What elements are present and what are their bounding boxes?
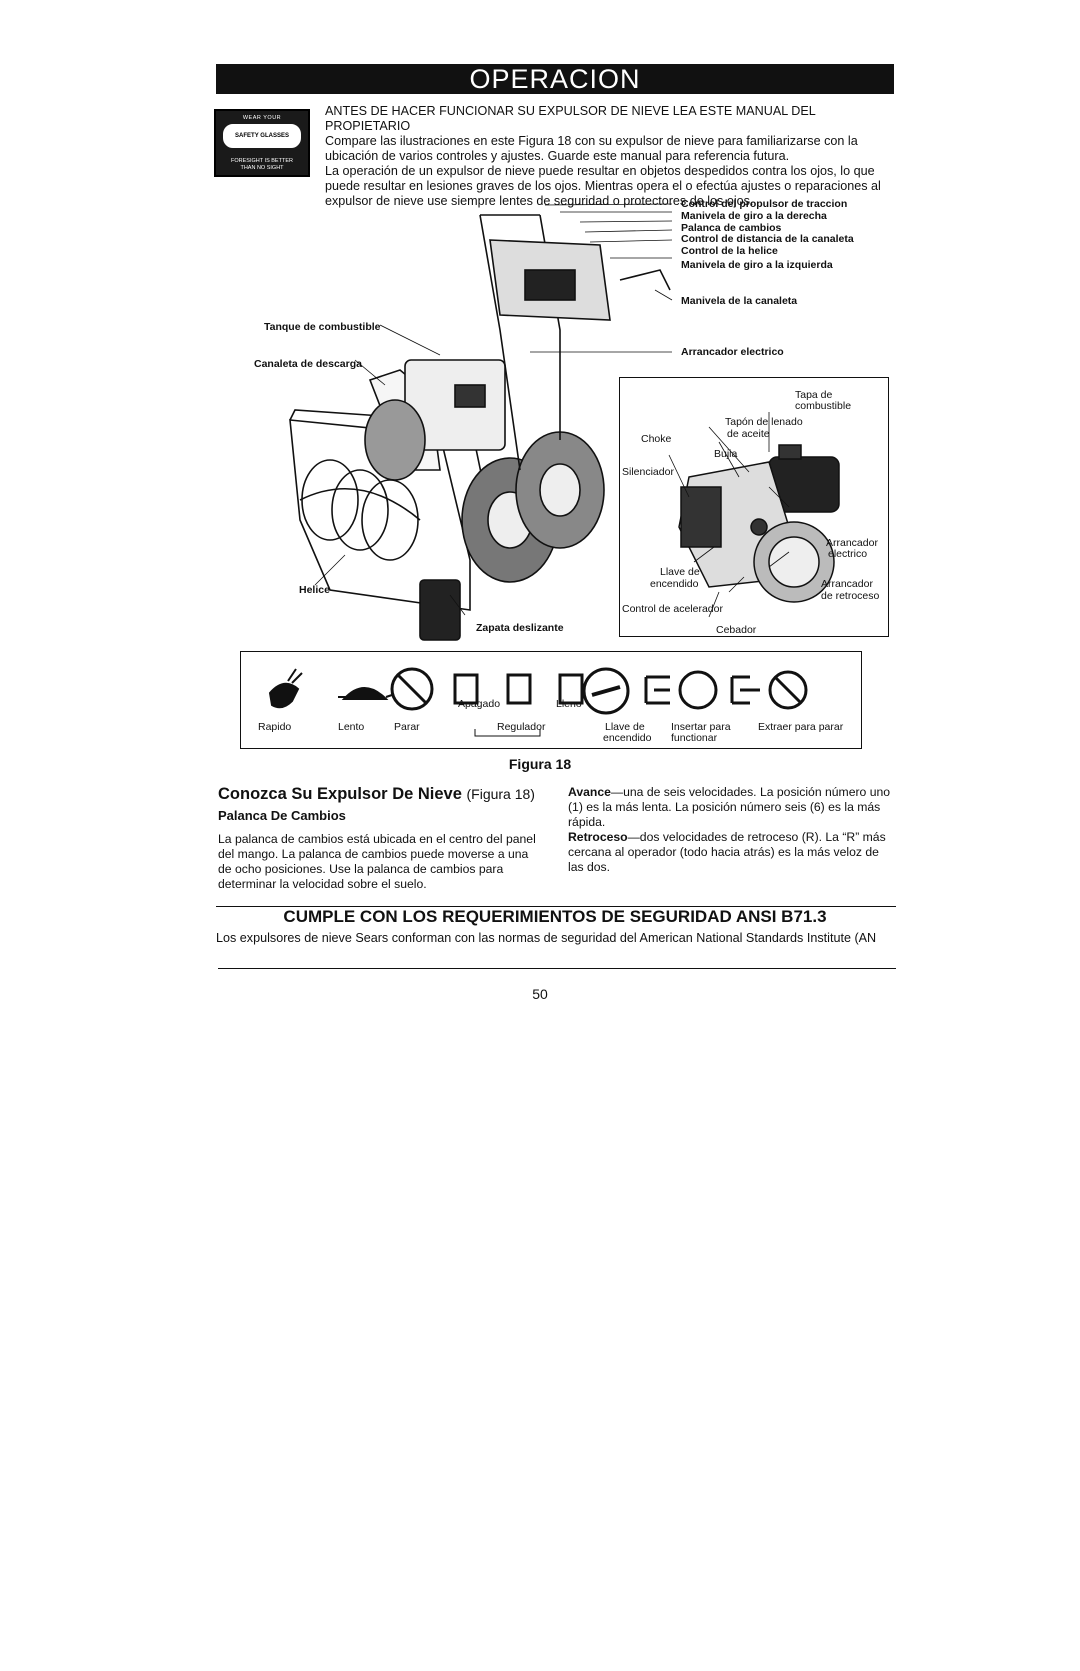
label-insert: Insertar para (671, 721, 731, 733)
label-ignition-key-2: encendido (650, 578, 699, 590)
label-fuel-cap-2: combustible (795, 400, 852, 412)
label-auger-control: Control de la helice (681, 245, 778, 257)
rabbit-icon (268, 668, 303, 709)
label-right-turn-crank: Manivela de giro a la derecha (681, 210, 827, 222)
label-choke: Choke (641, 433, 672, 445)
label-off: Apagado (458, 698, 501, 710)
fuel-off-icon (453, 673, 479, 705)
label-slow: Lento (338, 721, 365, 733)
badge-bottom-text-2: THAN NO SIGHT (240, 165, 284, 171)
figure-caption: Figura 18 (508, 756, 572, 772)
intro-text: ANTES DE HACER FUNCIONAR SU EXPULSOR DE … (325, 104, 895, 209)
label-traction-control: Control del propulsor de traccion (681, 198, 848, 210)
label-left-turn-crank: Manivela de giro a la izquierda (681, 259, 833, 271)
left-column-text: La palanca de cambios está ubicada en el… (218, 832, 536, 891)
remove-icon (730, 675, 760, 705)
label-electric-starter: Arrancador electrico (681, 346, 784, 358)
label-electric-starter-1: Arrancador (826, 537, 878, 549)
engine-detail-box (619, 377, 889, 637)
reverse-paragraph: Retroceso—dos velocidades de retroceso (… (568, 830, 893, 875)
label-full: Lleno (556, 698, 582, 710)
label-oil-fill-2: de aceite (727, 428, 770, 440)
turtle-icon (338, 687, 393, 700)
top-rule (216, 906, 896, 907)
label-fuel-cap-1: Tapa de (795, 389, 833, 401)
snow-thrower-illustration (289, 203, 673, 641)
label-skid-shoe: Zapata deslizante (476, 622, 564, 634)
label-auger: Helice (299, 584, 330, 596)
badge-top-text: WEAR YOUR (242, 115, 282, 121)
fuel-full-icon (558, 673, 584, 705)
label-muffler: Silenciador (622, 466, 674, 478)
label-gear-lever: Palanca de cambios (681, 222, 782, 234)
ansi-text: Los expulsores de nieve Sears conforman … (216, 931, 877, 945)
label-oil-fill-1: Tapón de lenado (725, 416, 803, 428)
label-key-1: Llave de (605, 721, 645, 733)
label-electric-starter-2: electrico (828, 548, 868, 560)
section-banner: OPERACION (216, 64, 894, 94)
intro-paragraph-1: Compare las ilustraciones en este Figura… (325, 134, 858, 163)
label-regulator: Regulador (497, 721, 546, 733)
label-chute-distance: Control de distancia de la canaleta (681, 233, 854, 245)
ansi-title: CUMPLE CON LOS REQUERIMIENTOS DE SEGURID… (283, 907, 827, 926)
insert-icon (644, 675, 670, 705)
goggles-icon: SAFETY GLASSES (223, 124, 301, 148)
page-number: 50 (532, 986, 548, 1002)
forward-term: Avance (568, 785, 611, 799)
label-chute-crank: Manivela de la canaleta (681, 295, 798, 307)
label-fuel-tank: Tanque de combustible (264, 321, 381, 333)
label-key-2: encendido (603, 732, 652, 744)
reverse-text: —dos velocidades de retroceso (R). La “R… (568, 830, 886, 874)
section-title-text: Conozca Su Expulsor De Nieve (218, 785, 462, 803)
control-symbols (268, 667, 808, 737)
label-remove: Extraer para parar (758, 721, 844, 733)
reverse-term: Retroceso (568, 830, 628, 844)
label-fast: Rapido (258, 721, 292, 733)
label-throttle: Control de acelerador (622, 603, 723, 615)
badge-bottom-text-1: FORESIGHT IS BETTER (231, 158, 293, 164)
section-title-ref: (Figura 18) (466, 786, 535, 802)
label-spark-plug: Bujia (714, 448, 738, 460)
forward-text: —una de seis velocidades. La posición nú… (568, 785, 891, 829)
engine-illustration (668, 412, 840, 618)
label-stop: Parar (394, 721, 420, 733)
forward-paragraph: Avance—una de seis velocidades. La posic… (568, 785, 893, 830)
label-recoil-starter-2: de retroceso (821, 590, 880, 602)
label-recoil-starter-1: Arrancador (821, 578, 873, 590)
section-subtitle: Palanca De Cambios (218, 808, 346, 823)
label-ignition-key-1: Llave de (660, 566, 700, 578)
label-discharge-chute: Canaleta de descarga (254, 358, 362, 370)
safety-glasses-badge: WEAR YOUR SAFETY GLASSES FORESIGHT IS BE… (214, 109, 310, 177)
label-insert-2: functionar (671, 732, 718, 744)
intro-paragraph-2: La operación de un expulsor de nieve pue… (325, 164, 881, 208)
right-column-text: Avance—una de seis velocidades. La posic… (568, 785, 893, 875)
fuel-half-icon (506, 673, 532, 705)
control-symbols-box (240, 651, 862, 749)
label-primer: Cebador (716, 624, 757, 636)
bottom-rule (218, 968, 896, 969)
section-title: Conozca Su Expulsor De Nieve (Figura 18) (218, 785, 535, 804)
intro-warning: ANTES DE HACER FUNCIONAR SU EXPULSOR DE … (325, 104, 816, 133)
